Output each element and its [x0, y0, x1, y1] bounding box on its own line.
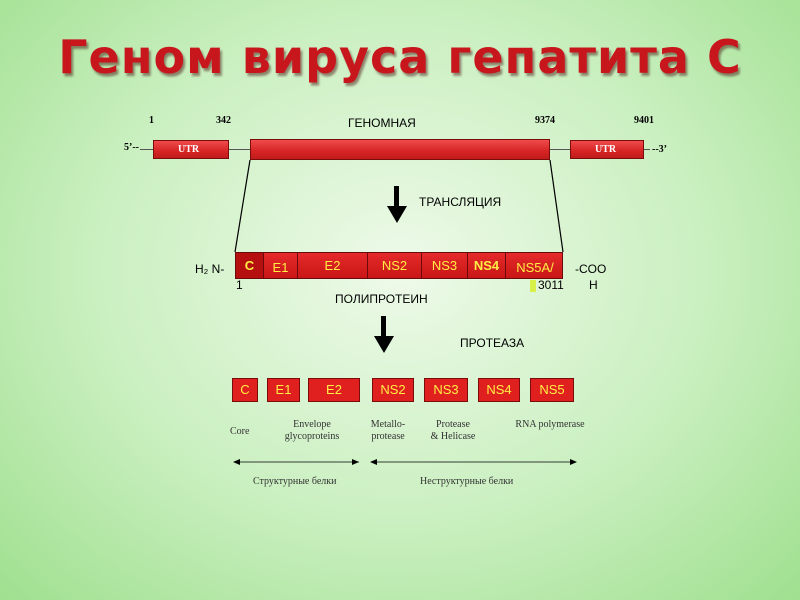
poly-segment-ns5: NS5A/: [516, 260, 554, 275]
function-envelope-line2: glycoproteins: [284, 431, 340, 442]
poly-segment-ns2: NS2: [368, 253, 422, 278]
position-342: 342: [216, 115, 231, 126]
function-metalloprotease: Metallo- protease: [362, 419, 414, 443]
protein-c: C: [232, 378, 258, 402]
c-terminus-label-2: H: [589, 278, 598, 292]
poly-segment-ns4: NS4: [468, 253, 506, 278]
c-terminus-label-1: -COO: [575, 262, 607, 276]
position-9374: 9374: [535, 115, 555, 126]
function-metallo-line1: Metallo-: [370, 419, 406, 430]
function-metallo-line2: protease: [371, 431, 405, 442]
translation-arrow-icon: [387, 186, 407, 223]
translation-label: ТРАНСЛЯЦИЯ: [419, 195, 502, 209]
function-protease-helicase: Protease & Helicase: [420, 419, 486, 443]
function-protease-line1: Protease: [436, 419, 470, 430]
function-protease-line2: & Helicase: [430, 431, 476, 442]
polyprotein-start: 1: [236, 278, 243, 292]
utr-left-label: UTR: [178, 144, 200, 155]
position-1: 1: [149, 115, 154, 126]
genome-label: ГЕНОМНАЯ РНК: [348, 116, 416, 130]
protein-ns5: NS5: [530, 378, 574, 402]
nonstructural-proteins-label: Неструктурные белки: [420, 476, 514, 487]
three-prime-label: --3’: [652, 144, 667, 155]
poly-segment-ns3: NS3: [422, 253, 468, 278]
protein-ns3: NS3: [424, 378, 468, 402]
protein-ns2: NS2: [372, 378, 414, 402]
protease-arrow-icon: [374, 316, 394, 353]
protein-e1: E1: [267, 378, 300, 402]
poly-segment-e1: E1: [264, 253, 298, 278]
highlight-mark: [530, 280, 536, 292]
protein-e2: E2: [308, 378, 360, 402]
five-prime-label: 5’--: [124, 142, 139, 153]
poly-segment-c: C: [236, 253, 264, 278]
coding-region-segment: [250, 139, 550, 160]
n-terminus-label: H₂ N-: [195, 262, 225, 276]
protease-label: ПРОТЕАЗА: [460, 336, 525, 350]
position-9401: 9401: [634, 115, 654, 126]
utr-right-segment: UTR: [570, 140, 644, 159]
function-envelope-line1: Envelope: [293, 419, 331, 430]
structural-proteins-label: Структурные белки: [253, 476, 337, 487]
polyprotein-bar: C E1 E2 NS2 NS3 NS4 NS5A/: [235, 252, 563, 279]
polyprotein-end: 3011: [538, 278, 564, 292]
slide-title: Геном вируса гепатита С: [58, 30, 742, 84]
poly-segment-e2: E2: [298, 253, 368, 278]
function-envelope: Envelope glycoproteins: [276, 419, 348, 443]
utr-right-label: UTR: [595, 144, 617, 155]
utr-left-segment: UTR: [153, 140, 229, 159]
function-rna-polymerase: RNA polymerase: [515, 419, 585, 430]
function-core: Core: [230, 426, 250, 437]
protein-ns4: NS4: [478, 378, 520, 402]
polyprotein-label: ПОЛИПРОТЕИН: [335, 292, 428, 306]
